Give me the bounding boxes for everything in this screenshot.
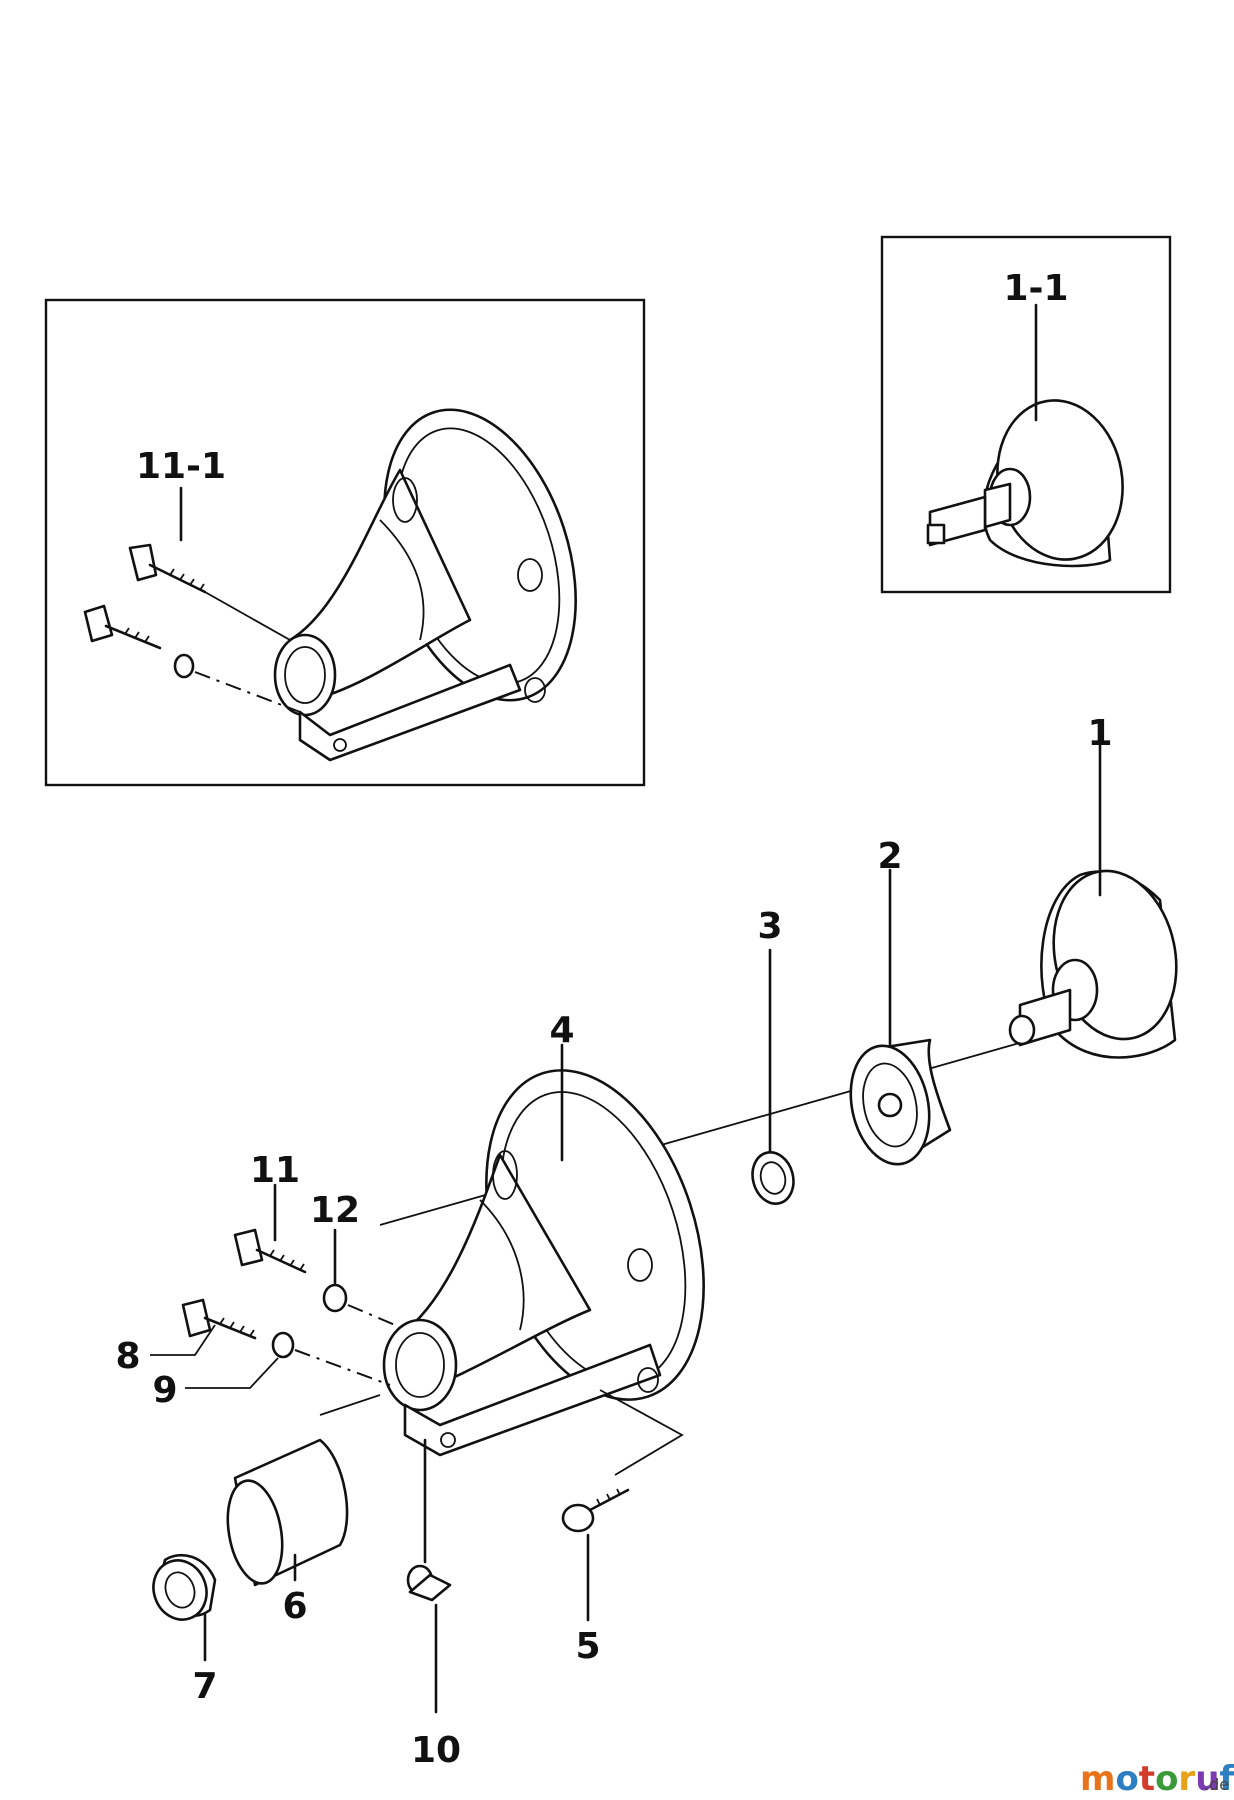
part-8-bolt [181, 1298, 257, 1340]
label-6: 6 [282, 1586, 307, 1627]
watermark-suffix: .de [1204, 1775, 1229, 1794]
watermark-letter: t [1139, 1759, 1155, 1799]
inset-box-drum [880, 235, 1172, 594]
label-10: 10 [411, 1730, 461, 1771]
part-7-ring [152, 1553, 217, 1621]
svg-text:motoruf: motoruf [1080, 1759, 1234, 1799]
part-3-snap-ring [751, 1151, 795, 1205]
leader-5-bracket [599, 1389, 684, 1476]
leader-line [204, 591, 291, 641]
housing-variant-illustration [273, 408, 577, 762]
watermark-letter: o [1155, 1759, 1178, 1799]
washer-variant [173, 653, 195, 679]
assembly-axis [194, 671, 301, 713]
part-1-clutch-drum [1008, 869, 1178, 1059]
assembly-axis-main [294, 1349, 391, 1386]
label-7: 7 [192, 1666, 217, 1707]
label-5: 5 [575, 1626, 600, 1667]
label-8: 8 [115, 1336, 140, 1377]
label-1: 1 [1087, 713, 1112, 754]
part-12-washer [322, 1283, 348, 1313]
label-4: 4 [549, 1010, 574, 1051]
label-12: 12 [310, 1190, 360, 1231]
watermark-logo: motoruf .de [1080, 1759, 1234, 1799]
watermark-letter: m [1080, 1759, 1115, 1799]
watermark-letter: f [1219, 1759, 1234, 1799]
watermark-letter: o [1115, 1759, 1138, 1799]
inset-box-housing [44, 298, 646, 787]
label-9: 9 [152, 1370, 177, 1411]
label-2: 2 [877, 836, 902, 877]
label-11: 11 [250, 1150, 300, 1191]
part-6-sleeve [226, 1438, 349, 1587]
screw-variant [83, 604, 162, 650]
watermark-letter: u [1195, 1759, 1219, 1799]
drum-variant-illustration [926, 399, 1124, 568]
label-3: 3 [757, 906, 782, 947]
part-4-clutch-housing [382, 1069, 705, 1457]
part-10-clamp-nut [406, 1564, 452, 1602]
watermark-letter: r [1178, 1759, 1195, 1799]
label-11-1: 11-1 [136, 446, 226, 487]
part-9-washer [271, 1331, 295, 1359]
screw-11-1 [128, 543, 207, 594]
part-5-screw [561, 1488, 630, 1533]
part-11-bolt [233, 1228, 307, 1274]
leader-9 [185, 1357, 279, 1389]
sleeve-axis [319, 1394, 381, 1416]
part-2-bearing [849, 1038, 952, 1166]
label-1-1: 1-1 [1003, 268, 1068, 309]
assembly-axis-upper [347, 1304, 396, 1326]
leader-8 [150, 1324, 216, 1356]
